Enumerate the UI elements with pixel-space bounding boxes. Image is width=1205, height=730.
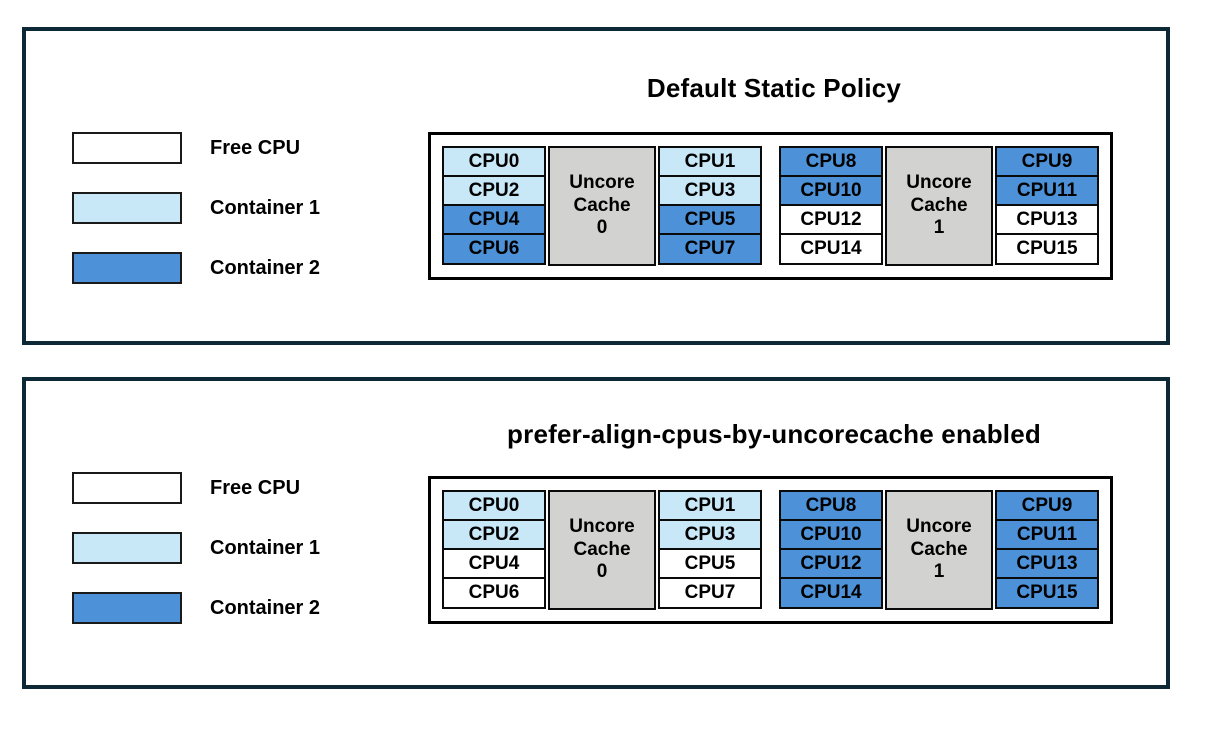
uncore-cache-block: Uncore Cache 1: [885, 490, 993, 610]
panel-title: Default Static Policy: [646, 73, 902, 103]
cpu-column: CPU8 CPU10 CPU12 CPU14: [779, 490, 883, 610]
cpu-column: CPU0 CPU2 CPU4 CPU6: [442, 490, 546, 610]
cpu-cell: CPU12: [779, 548, 883, 580]
cpu-cell: CPU8: [779, 146, 883, 178]
panel-default-static-policy: Default Static Policy Free CPU Container…: [22, 27, 1170, 345]
legend-item-container-2: Container 2: [72, 252, 320, 284]
cpu-cell: CPU14: [779, 577, 883, 609]
cpu-cell: CPU4: [442, 548, 546, 580]
legend-item-free-cpu: Free CPU: [72, 472, 320, 504]
cpu-cell: CPU2: [442, 175, 546, 207]
cpu-column: CPU9 CPU11 CPU13 CPU15: [995, 490, 1099, 610]
panel-prefer-align-uncorecache: prefer-align-cpus-by-uncorecache enabled…: [22, 377, 1170, 689]
cpu-cell: CPU6: [442, 577, 546, 609]
cpu-topology-diagram: CPU0 CPU2 CPU4 CPU6 Uncore Cache 0 CPU1 …: [428, 476, 1113, 624]
cpu-column: CPU1 CPU3 CPU5 CPU7: [658, 146, 762, 266]
cpu-cell: CPU5: [658, 548, 762, 580]
cpu-cell: CPU0: [442, 146, 546, 178]
legend-item-container-1: Container 1: [72, 532, 320, 564]
legend-swatch-container-1: [72, 192, 182, 224]
uncore-cache-block: Uncore Cache 0: [548, 490, 656, 610]
cpu-cell: CPU3: [658, 519, 762, 551]
cpu-cell: CPU6: [442, 233, 546, 265]
uncore-cache-block: Uncore Cache 0: [548, 146, 656, 266]
legend-label: Container 2: [210, 596, 321, 619]
cpu-cell: CPU8: [779, 490, 883, 522]
cpu-cell: CPU7: [658, 577, 762, 609]
cpu-cell: CPU7: [658, 233, 762, 265]
cpu-cell: CPU0: [442, 490, 546, 522]
uncore-group-0: CPU0 CPU2 CPU4 CPU6 Uncore Cache 0 CPU1 …: [442, 146, 762, 266]
legend-swatch-free-cpu: [72, 132, 182, 164]
cpu-cell: CPU11: [995, 519, 1099, 551]
cpu-cell: CPU9: [995, 490, 1099, 522]
cpu-cell: CPU13: [995, 204, 1099, 236]
uncore-group-1: CPU8 CPU10 CPU12 CPU14 Uncore Cache 1 CP…: [779, 490, 1099, 610]
cpu-cell: CPU2: [442, 519, 546, 551]
legend-label: Container 2: [210, 256, 321, 279]
cpu-cell: CPU10: [779, 519, 883, 551]
legend-item-container-1: Container 1: [72, 192, 320, 224]
cpu-cell: CPU15: [995, 233, 1099, 265]
cpu-cell: CPU4: [442, 204, 546, 236]
cpu-column: CPU9 CPU11 CPU13 CPU15: [995, 146, 1099, 266]
legend-item-free-cpu: Free CPU: [72, 132, 320, 164]
cpu-column: CPU8 CPU10 CPU12 CPU14: [779, 146, 883, 266]
legend-label: Free CPU: [210, 476, 301, 499]
uncore-group-1: CPU8 CPU10 CPU12 CPU14 Uncore Cache 1 CP…: [779, 146, 1099, 266]
legend-swatch-container-2: [72, 252, 182, 284]
cpu-cell: CPU3: [658, 175, 762, 207]
legend-label: Container 1: [210, 536, 321, 559]
cpu-cell: CPU15: [995, 577, 1099, 609]
cpu-topology-diagram: CPU0 CPU2 CPU4 CPU6 Uncore Cache 0 CPU1 …: [428, 132, 1113, 280]
legend: Free CPU Container 1 Container 2: [72, 132, 320, 284]
cpu-cell: CPU1: [658, 490, 762, 522]
cpu-cell: CPU10: [779, 175, 883, 207]
uncore-group-0: CPU0 CPU2 CPU4 CPU6 Uncore Cache 0 CPU1 …: [442, 490, 762, 610]
cpu-cell: CPU5: [658, 204, 762, 236]
cpu-cell: CPU1: [658, 146, 762, 178]
cpu-cell: CPU14: [779, 233, 883, 265]
cpu-column: CPU1 CPU3 CPU5 CPU7: [658, 490, 762, 610]
legend-swatch-container-1: [72, 532, 182, 564]
uncore-cache-block: Uncore Cache 1: [885, 146, 993, 266]
cpu-cell: CPU12: [779, 204, 883, 236]
legend: Free CPU Container 1 Container 2: [72, 472, 320, 624]
legend-swatch-container-2: [72, 592, 182, 624]
legend-swatch-free-cpu: [72, 472, 182, 504]
cpu-column: CPU0 CPU2 CPU4 CPU6: [442, 146, 546, 266]
cpu-cell: CPU9: [995, 146, 1099, 178]
legend-label: Free CPU: [210, 136, 301, 159]
legend-label: Container 1: [210, 196, 321, 219]
cpu-cell: CPU11: [995, 175, 1099, 207]
panel-title: prefer-align-cpus-by-uncorecache enabled: [507, 419, 1041, 449]
cpu-cell: CPU13: [995, 548, 1099, 580]
legend-item-container-2: Container 2: [72, 592, 320, 624]
